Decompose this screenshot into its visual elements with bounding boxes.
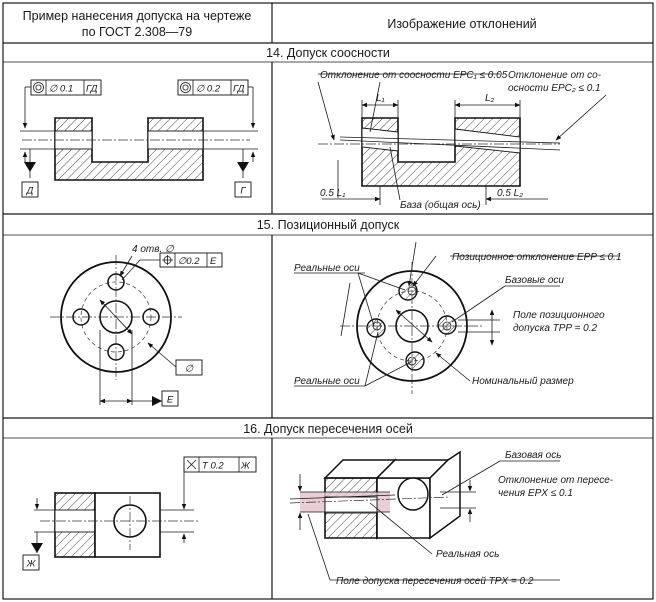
label-real-axes-2: Реальные оси — [294, 376, 360, 387]
label-epx-line1: Отклонение от пересе- — [498, 475, 614, 486]
datum-g: Г — [240, 186, 246, 197]
frame-intersection: Т 0.2 Ж — [183, 456, 257, 473]
label-real-axis: Реальная ось — [436, 549, 499, 560]
section16-right-drawing: Базовая ось Отклонение от пересе- чения … — [289, 450, 614, 587]
header-left-line1: Пример нанесения допуска на чертеже — [23, 9, 252, 23]
label-field-line2: допуска TPP = 0.2 — [513, 323, 597, 334]
section14-right-drawing: L₁ L₂ Отклонение от соосности EPC₁ ≤ 0.0… — [317, 70, 607, 211]
frame-right-datum: ГД — [233, 84, 245, 95]
frame-intersection-value: Т 0.2 — [202, 461, 224, 472]
frame-positional: ∅0.2 Е — [159, 252, 223, 268]
section15-right-drawing: Позиционное отклонение EPP ≤ 0.1 Реальны… — [294, 241, 622, 394]
header-left-line2: по ГОСТ 2.308—79 — [82, 25, 192, 39]
header-right: Изображение отклонений — [387, 17, 536, 31]
frame-positional-datum: Е — [210, 256, 217, 267]
dim-l1: L₁ — [376, 93, 385, 104]
section15-title: 15. Позиционный допуск — [257, 218, 400, 232]
label-4-holes: 4 отв. ∅ — [132, 244, 175, 255]
dim-05l2: 0.5 L₂ — [497, 188, 523, 199]
frame-left-datum: ГД — [86, 84, 98, 95]
label-tpx: Поле допуска пересечения осей TPX = 0.2 — [336, 576, 534, 587]
label-epx-line2: чения EPX ≤ 0.1 — [498, 488, 573, 499]
datum-e: Е — [167, 395, 174, 406]
section16-left-drawing: Т 0.2 Ж Ж — [22, 456, 257, 571]
datum-d: Д — [26, 186, 34, 197]
label-field-line1: Поле позиционного — [513, 310, 605, 321]
dim-l2: L₂ — [485, 93, 495, 104]
label-base-axis: Базовая ось — [505, 450, 561, 461]
frame-left: ∅ 0.1 ГД — [30, 79, 102, 96]
label-epp: Позиционное отклонение EPP ≤ 0.1 — [452, 252, 622, 263]
section14-title: 14. Допуск соосности — [266, 46, 390, 60]
section14-left-drawing: ∅ 0.1 ГД Д ∅ 0.2 ГД Г — [20, 79, 258, 198]
frame-right: ∅ 0.2 ГД — [177, 79, 249, 96]
frame-intersection-datum: Ж — [240, 461, 251, 472]
label-epc2-line1: Отклонение от со- — [508, 70, 602, 81]
frame-right-value: ∅ 0.2 — [196, 84, 221, 95]
concentricity-icon — [180, 82, 191, 93]
frame-positional-value: ∅0.2 — [178, 256, 200, 267]
label-nominal: Номинальный размер — [472, 376, 574, 387]
label-real-axes-1: Реальные оси — [294, 263, 360, 274]
label-base-axes: Базовые оси — [505, 275, 564, 286]
concentricity-icon — [33, 82, 44, 93]
section15-left-drawing: 4 отв. ∅ ∅0.2 Е Е ∅ — [50, 244, 223, 407]
label-epc1: Отклонение от соосности EPC₁ ≤ 0.05 — [320, 70, 508, 81]
label-base: База (общая ось) — [400, 199, 481, 211]
dia-box: ∅ — [185, 364, 194, 375]
label-epc2-line2: осности EPC₂ ≤ 0.1 — [508, 83, 601, 94]
frame-left-value: ∅ 0.1 — [49, 84, 73, 95]
dim-05l1: 0.5 L₁ — [320, 188, 345, 199]
section16-title: 16. Допуск пересечения осей — [243, 422, 413, 436]
datum-zh: Ж — [26, 559, 37, 570]
